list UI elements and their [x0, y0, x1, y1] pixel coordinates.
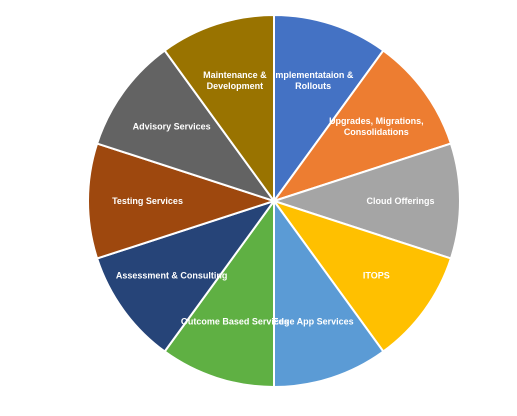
slice-label-line: Development: [207, 81, 264, 91]
slice-label-1: Upgrades, Migrations,Consolidations: [329, 116, 424, 137]
slice-label-0: Implementataion &Rollouts: [273, 70, 354, 91]
slice-label-line: ITOPS: [363, 270, 390, 280]
slice-label-line: Maintenance &: [203, 70, 267, 80]
slice-label-line: Edge App Services: [272, 316, 353, 326]
slice-label-line: Testing Services: [112, 196, 183, 206]
pie-slice-4: [273, 197, 385, 389]
slice-label-line: Outcome Based Services: [181, 316, 289, 326]
pie-slice-3: [271, 199, 453, 353]
pie-slice-7: [87, 142, 278, 260]
slice-label-9: Maintenance &Development: [203, 70, 267, 91]
slice-label-2: Cloud Offerings: [366, 196, 434, 206]
pie-slice-5: [163, 197, 275, 389]
slice-label-line: Cloud Offerings: [366, 196, 434, 206]
slice-label-4: Edge App Services: [272, 316, 353, 326]
slice-label-8: Advisory Services: [133, 122, 211, 132]
slice-label-line: Consolidations: [344, 127, 409, 137]
pie-slice-8: [95, 49, 277, 203]
pie-slice-9: [163, 13, 275, 205]
slice-label-line: Advisory Services: [133, 122, 211, 132]
slice-label-5: Outcome Based Services: [181, 316, 289, 326]
pie-slice-0: [273, 13, 385, 205]
slice-label-7: Testing Services: [112, 196, 183, 206]
slice-label-6: Assessment & Consulting: [116, 270, 228, 280]
slice-label-line: Rollouts: [295, 81, 331, 91]
pie-slice-2: [270, 142, 461, 260]
slice-label-line: Implementataion &: [273, 70, 354, 80]
pie-slice-6: [95, 199, 277, 353]
slice-label-line: Upgrades, Migrations,: [329, 116, 424, 126]
slice-label-3: ITOPS: [363, 270, 390, 280]
slice-label-line: Assessment & Consulting: [116, 270, 228, 280]
pie-slice-1: [271, 49, 453, 203]
